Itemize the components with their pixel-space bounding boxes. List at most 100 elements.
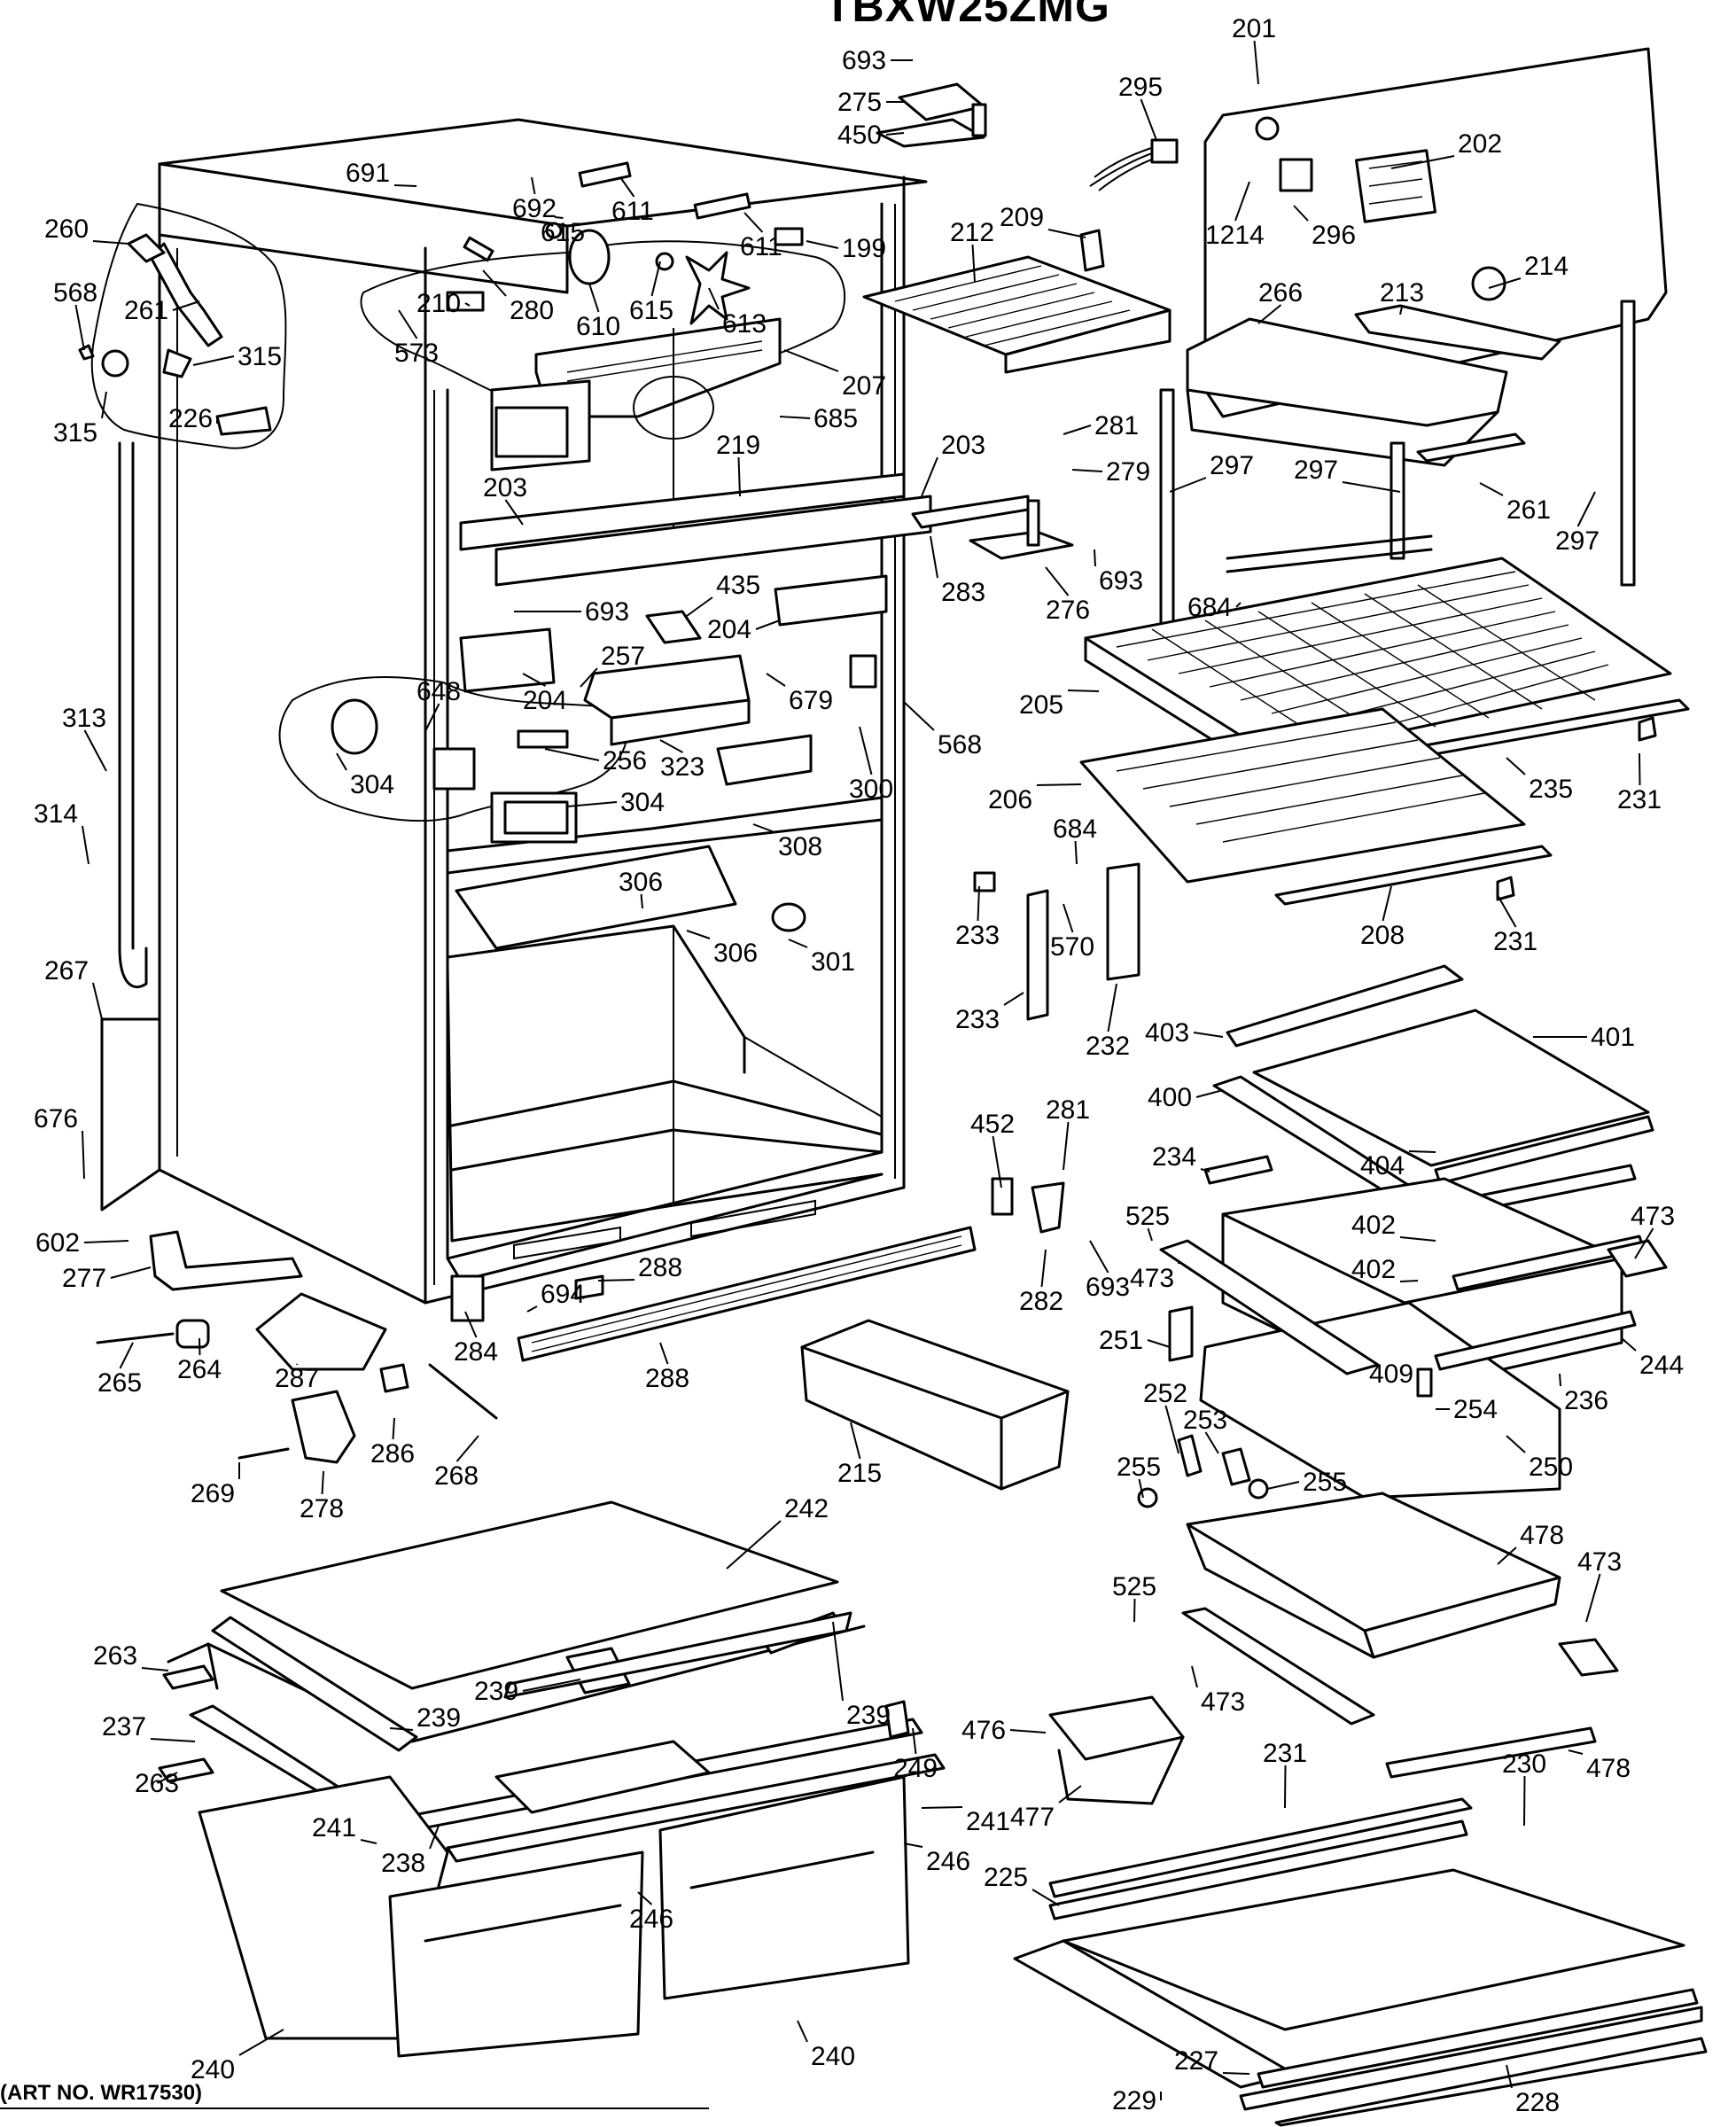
callout-281: 281 <box>1063 411 1139 440</box>
callout-278: 278 <box>300 1470 344 1523</box>
callout-leader <box>1071 469 1103 472</box>
callout-leader <box>921 1806 963 1809</box>
callout-615: 615 <box>541 216 585 247</box>
callout-leader <box>1047 229 1086 238</box>
callout-label: 199 <box>842 234 886 263</box>
callout-400: 400 <box>1148 1083 1224 1112</box>
callout-261: 261 <box>124 296 200 325</box>
callout-230: 230 <box>1502 1749 1546 1827</box>
callout-label: 296 <box>1312 221 1356 250</box>
callout-284: 284 <box>454 1311 498 1367</box>
callout-244: 244 <box>1621 1337 1684 1380</box>
callout-300: 300 <box>849 726 893 804</box>
callout-570: 570 <box>1050 903 1094 962</box>
callout-label: 205 <box>1019 690 1063 720</box>
callout-leader <box>1399 1280 1419 1282</box>
callout-leader <box>580 667 598 688</box>
callout-label: 676 <box>34 1104 78 1134</box>
callout-leader <box>1399 1236 1436 1242</box>
callout-leader <box>992 1135 1002 1188</box>
callout-leader <box>1138 1478 1144 1499</box>
callout-leader <box>1169 477 1207 493</box>
callout-204: 204 <box>522 673 567 715</box>
callout-label: 473 <box>1130 1264 1174 1293</box>
callout-leader <box>755 619 781 630</box>
callout-leader <box>424 703 440 732</box>
callout-label: 402 <box>1351 1255 1396 1284</box>
callout-leader <box>1036 783 1082 786</box>
callout-label: 300 <box>849 775 893 804</box>
callout-282: 282 <box>1019 1249 1063 1316</box>
callout-691: 691 <box>346 159 417 188</box>
water-line-outline <box>90 202 287 449</box>
callout-leader <box>1559 1373 1561 1387</box>
callout-leader <box>903 1843 923 1848</box>
callout-label: 283 <box>941 578 985 607</box>
callout-label: 295 <box>1118 73 1163 102</box>
callout-leader <box>1568 1749 1584 1755</box>
callout-label: 478 <box>1586 1754 1631 1783</box>
callout-leader <box>83 1240 129 1243</box>
callout-leader <box>464 1311 478 1338</box>
callout-236: 236 <box>1559 1373 1608 1415</box>
callout-leader <box>1266 1481 1300 1490</box>
callout-label: 284 <box>454 1337 498 1367</box>
callout-leader <box>82 825 90 865</box>
callout-leader <box>1382 885 1392 922</box>
callout-leader <box>1621 1337 1637 1352</box>
callout-leader <box>1506 1435 1526 1453</box>
callout-315: 315 <box>192 342 282 371</box>
callout-265: 265 <box>97 1342 142 1398</box>
callout-leader <box>1040 1249 1047 1288</box>
callout-240: 240 <box>191 2029 284 2084</box>
callout-label: 241 <box>312 1813 356 1843</box>
callout-215: 215 <box>837 1422 882 1488</box>
callout-304: 304 <box>566 788 665 817</box>
callout-label: 209 <box>1000 203 1044 232</box>
callout-leader <box>1195 1089 1224 1098</box>
callout-402: 402 <box>1351 1255 1419 1284</box>
callout-leader <box>1585 1573 1601 1623</box>
callout-label: 240 <box>811 2042 855 2071</box>
callout-label: 280 <box>510 296 554 325</box>
callout-573: 573 <box>394 309 439 368</box>
callout-leader <box>921 456 938 497</box>
callout-leader <box>912 1727 917 1755</box>
callout-228: 228 <box>1506 2064 1560 2117</box>
callout-275: 275 <box>837 88 904 117</box>
callout-label: 435 <box>716 571 760 600</box>
callout-leader <box>464 302 471 307</box>
callout-label: 525 <box>1125 1202 1170 1231</box>
callout-279: 279 <box>1071 457 1150 487</box>
art-number-underline <box>0 2108 709 2109</box>
callout-693: 693 <box>514 597 629 627</box>
callout-leader <box>686 930 711 939</box>
callout-label: 252 <box>1143 1379 1187 1408</box>
machine-compartment-parts <box>96 1230 498 1464</box>
callout-label: 452 <box>970 1110 1015 1139</box>
callout-leader <box>1200 1168 1211 1173</box>
callout-314: 314 <box>34 799 90 865</box>
callout-label: 264 <box>177 1355 222 1384</box>
callout-leader <box>1639 752 1641 786</box>
callout-leader <box>779 416 811 419</box>
callout-label: 203 <box>483 473 527 503</box>
callout-label: 236 <box>1564 1386 1608 1415</box>
callout-leader <box>554 216 564 219</box>
freezer-parts <box>446 161 804 532</box>
shelf-205 <box>1084 557 1672 782</box>
callout-268: 268 <box>434 1435 479 1491</box>
callout-231: 231 <box>1493 894 1537 956</box>
callout-label: 239 <box>474 1677 518 1706</box>
callout-label: 229 <box>1112 2086 1156 2115</box>
callout-label: 684 <box>1053 814 1097 844</box>
callout-label: 403 <box>1145 1018 1189 1048</box>
callout-267: 267 <box>44 956 103 1020</box>
callout-leader <box>806 240 839 249</box>
callout-leader <box>1003 992 1024 1006</box>
callout-leader <box>531 176 536 195</box>
callout-leader <box>482 269 507 297</box>
callout-leader <box>588 283 600 313</box>
callout-label: 297 <box>1210 451 1254 480</box>
callout-leader <box>172 300 200 311</box>
